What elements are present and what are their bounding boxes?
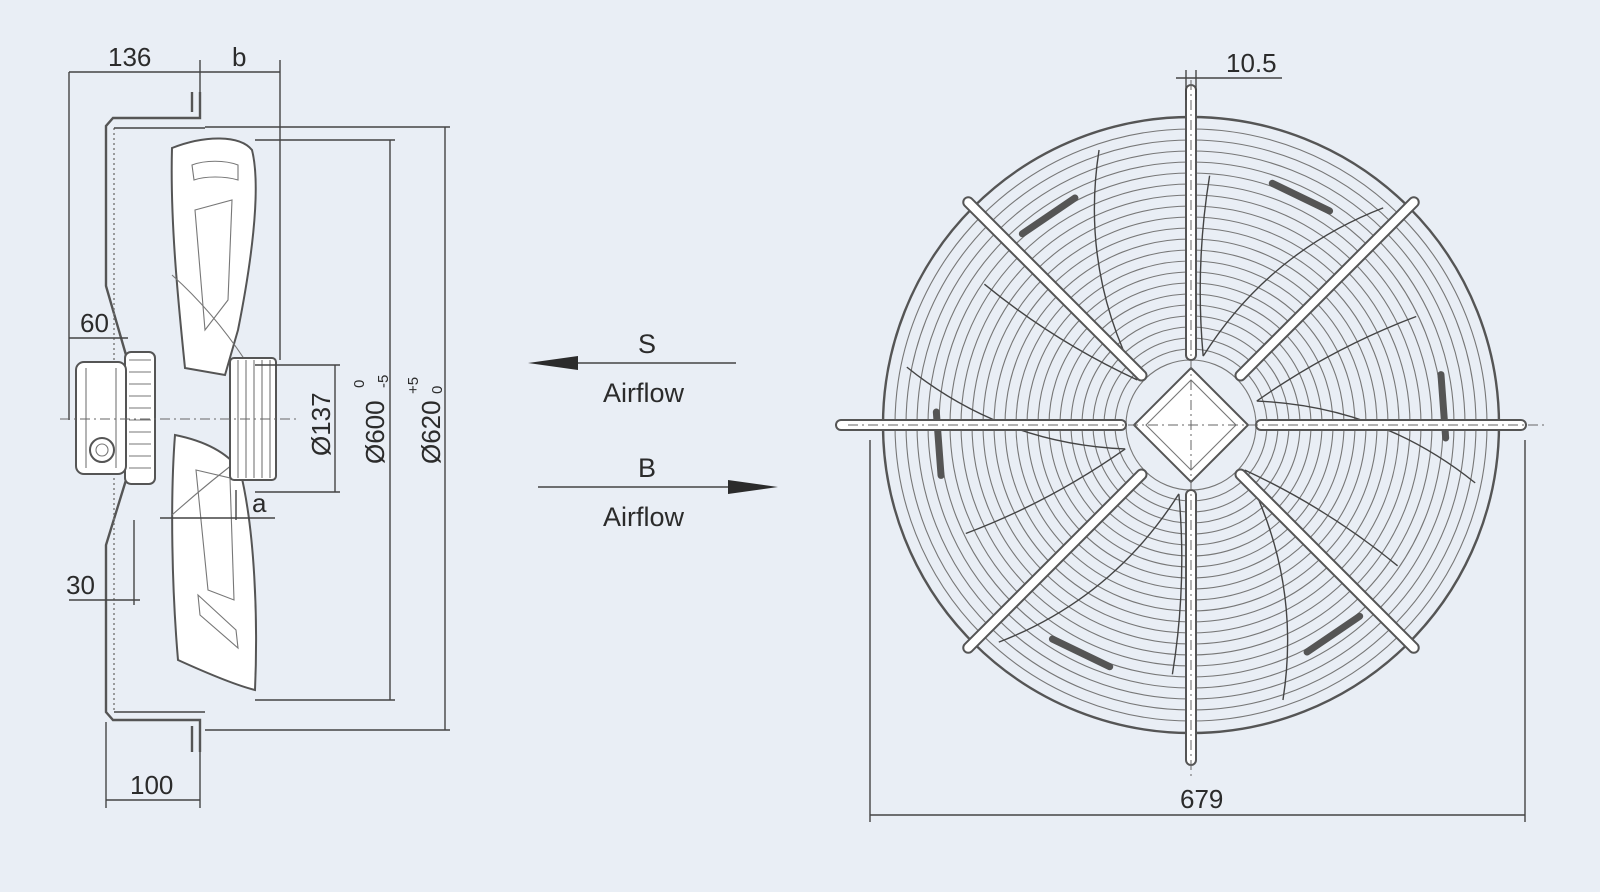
cable-gland-inner (95, 443, 109, 457)
frame-profile (104, 92, 202, 752)
blade-upper (170, 137, 257, 377)
dia-600-tol-lower: -5 (375, 375, 392, 388)
airflow-s-arrowhead (528, 356, 578, 370)
grille-strut-inner (964, 198, 1146, 380)
motor-fins (129, 359, 151, 469)
motor-body-lines (85, 368, 117, 468)
blade-slot (1268, 179, 1334, 215)
dim-b-label: b (232, 42, 246, 72)
grille-strut-inner (964, 470, 1146, 652)
dim-30-label: 30 (66, 570, 95, 600)
grille-strut-inner (1236, 470, 1418, 652)
blade-slot (1303, 612, 1364, 656)
blade-outline (1199, 175, 1384, 357)
grille-strut-inner (1236, 198, 1418, 380)
dia-620-label: Ø620 (416, 400, 446, 464)
dim-105-label: 10.5 (1226, 48, 1277, 78)
dia-600-label: Ø600 (360, 400, 390, 464)
blade-outline (998, 493, 1183, 675)
blade-slot-1 (191, 160, 239, 181)
dim-60-label: 60 (80, 308, 109, 338)
front-view: 10.5 679 (835, 48, 1545, 822)
airflow-b-arrowhead (728, 480, 778, 494)
blade-edge-1 (171, 274, 246, 361)
airflow-b-label: B (638, 453, 656, 483)
blade-slot (1048, 635, 1114, 671)
dim-136-label: 136 (108, 42, 151, 72)
dim-a-label: a (252, 488, 267, 518)
airflow-s-label: S (638, 329, 656, 359)
blade-slot-4 (197, 593, 239, 650)
dim-679-label: 679 (1180, 784, 1223, 814)
airflow-legend: S Airflow B Airflow (528, 329, 778, 532)
blade-slot (1018, 194, 1079, 238)
dia-137-label: Ø137 (306, 392, 336, 456)
airflow-b-caption: Airflow (603, 502, 685, 532)
blade-slot-2 (194, 199, 233, 332)
side-view: 136 b 60 (60, 42, 450, 808)
dia-600-tol-upper: 0 (351, 380, 368, 388)
frame-inner-lines (114, 127, 205, 713)
cable-gland (89, 437, 115, 463)
dia-620-tol-upper: +5 (405, 377, 422, 394)
dim-100-label: 100 (130, 770, 173, 800)
dia-620-tol-lower: 0 (429, 386, 446, 394)
airflow-s-caption: Airflow (603, 378, 685, 408)
